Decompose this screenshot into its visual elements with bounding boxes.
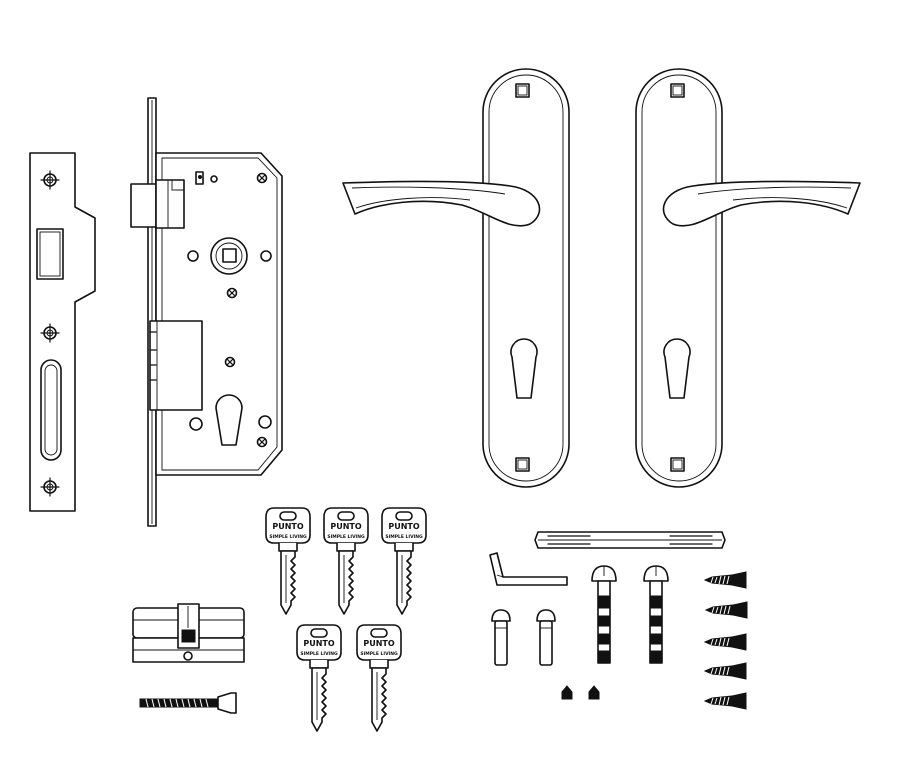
lever-handle-left	[342, 68, 570, 488]
keys-group: PUNTO SIMPLE LIVING PUNTO SIMPLE LIVING …	[265, 507, 427, 732]
key: PUNTO SIMPLE LIVING	[381, 507, 427, 615]
key-brand-label: PUNTO	[272, 522, 304, 531]
wood-screw	[704, 571, 747, 589]
key-brand-label: PUNTO	[303, 639, 335, 648]
handle-pin	[536, 609, 556, 666]
key-tagline-label: SIMPLE LIVING	[269, 534, 307, 540]
grub-screw	[561, 685, 573, 700]
square-spindle	[534, 531, 726, 549]
key-brand-label: PUNTO	[388, 522, 420, 531]
key-tagline-label: SIMPLE LIVING	[327, 534, 365, 540]
wood-screw	[704, 662, 747, 680]
key: PUNTO SIMPLE LIVING	[296, 624, 342, 732]
key-brand-label: PUNTO	[363, 639, 395, 648]
wood-screws-group	[704, 571, 748, 710]
wood-screw	[704, 633, 747, 651]
cylinder-fixing-screw	[139, 692, 237, 714]
key: PUNTO SIMPLE LIVING	[356, 624, 402, 732]
mortise-lock-body	[130, 97, 283, 527]
key-tagline-label: SIMPLE LIVING	[360, 651, 398, 657]
through-bolt	[643, 565, 669, 664]
allen-key	[489, 552, 568, 586]
wood-screw	[705, 601, 748, 619]
key: PUNTO SIMPLE LIVING	[323, 507, 369, 615]
key: PUNTO SIMPLE LIVING	[265, 507, 311, 615]
key-tagline-label: SIMPLE LIVING	[300, 651, 338, 657]
wood-screw	[704, 692, 747, 710]
euro-cylinder	[132, 603, 245, 663]
lever-handle-right	[635, 68, 861, 488]
key-brand-label: PUNTO	[330, 522, 362, 531]
spindle-follower	[187, 237, 272, 275]
key-tagline-label: SIMPLE LIVING	[385, 534, 423, 540]
handle-pin	[491, 609, 511, 666]
grub-screw	[588, 685, 600, 700]
strike-plate	[29, 152, 96, 512]
through-bolt	[591, 565, 617, 664]
